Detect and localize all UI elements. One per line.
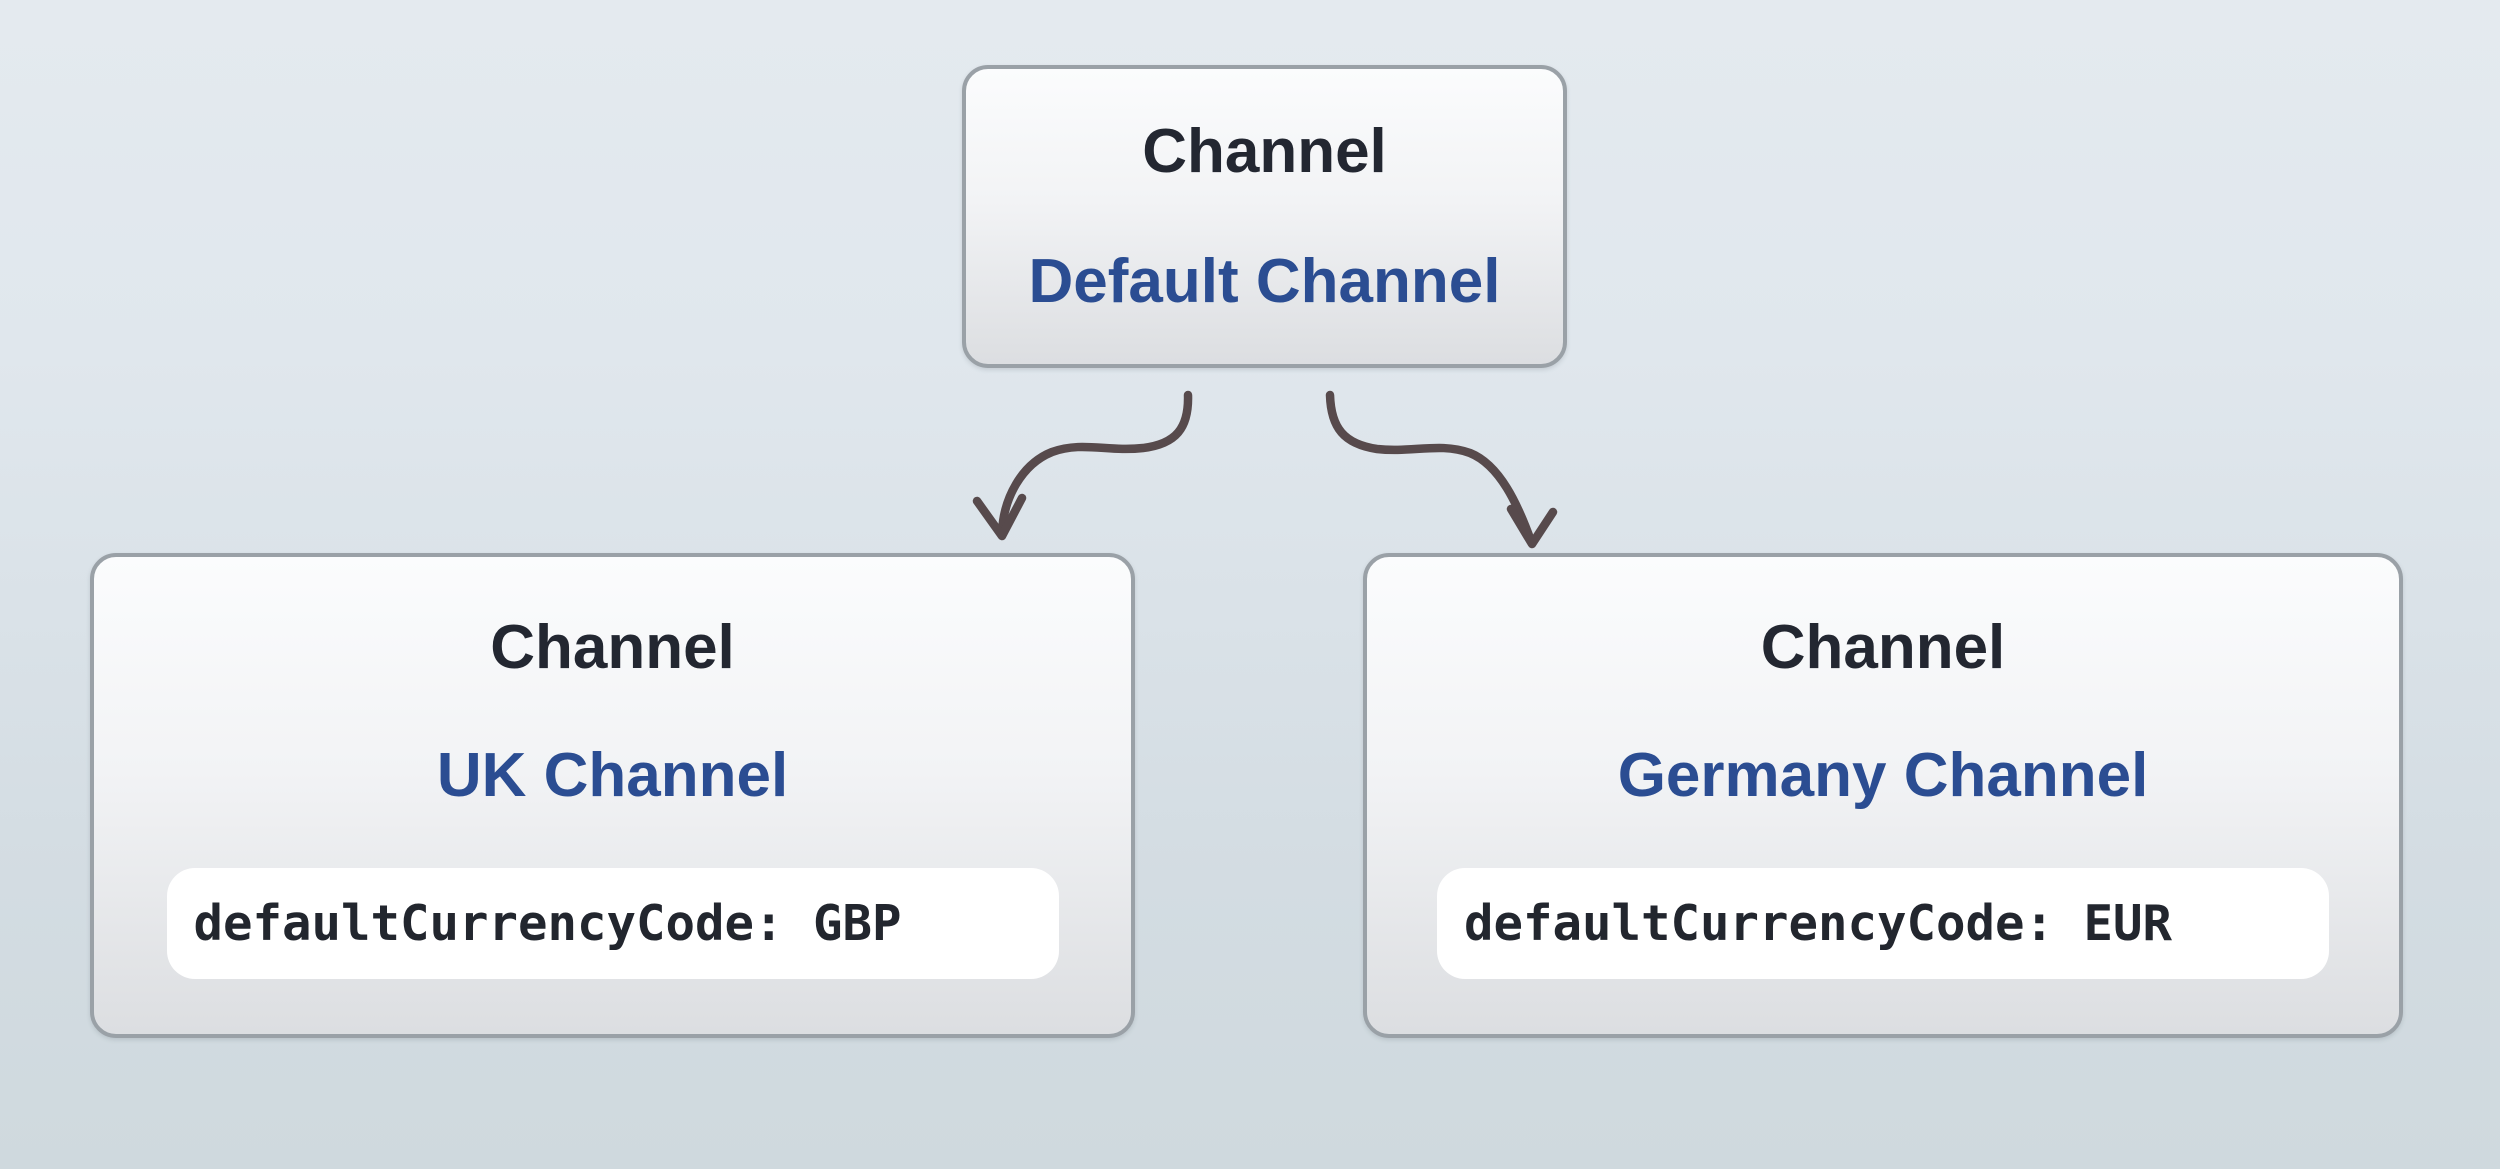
currency-code-chip: defaultCurrencyCode: EUR (1437, 868, 2329, 979)
node-type-label: Channel (1760, 613, 2006, 682)
node-name-label: Germany Channel (1617, 741, 2149, 810)
edge-default-to-germany-arrowhead-icon (1506, 504, 1558, 549)
currency-code-chip: defaultCurrencyCode: GBP (166, 868, 1059, 979)
edge-default-to-uk-arrowhead-icon (972, 493, 1027, 541)
edge-default-to-germany (1325, 390, 1536, 546)
node-name-label: UK Channel (436, 741, 789, 810)
edge-default-to-uk (997, 390, 1193, 539)
node-germany-channel: Channel Germany Channel defaultCurrencyC… (1363, 553, 2403, 1038)
node-uk-channel: Channel UK Channel defaultCurrencyCode: … (90, 553, 1135, 1038)
node-name-label: Default Channel (1028, 246, 1501, 316)
node-type-label: Channel (1142, 116, 1387, 186)
node-type-label: Channel (490, 613, 735, 682)
node-default-channel: Channel Default Channel (962, 65, 1567, 368)
